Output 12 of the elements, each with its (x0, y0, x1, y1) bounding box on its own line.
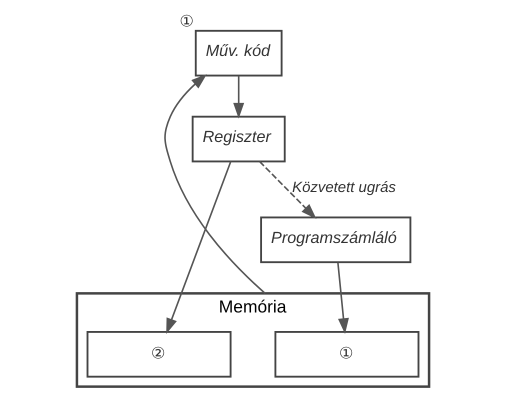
arrow (166, 161, 232, 334)
arrow (259, 161, 316, 220)
edge-label: Közvetett ugrás (292, 179, 396, 196)
arrow (164, 74, 266, 294)
node-box: ① (274, 330, 420, 378)
node-box: ② (86, 330, 232, 378)
node-label: ① (180, 12, 194, 30)
node-box: Műv. kód (194, 30, 283, 77)
arrow (233, 76, 244, 119)
node-box: Regiszter (192, 116, 286, 162)
node-box: Programszámláló (260, 216, 412, 264)
arrow (337, 262, 349, 334)
